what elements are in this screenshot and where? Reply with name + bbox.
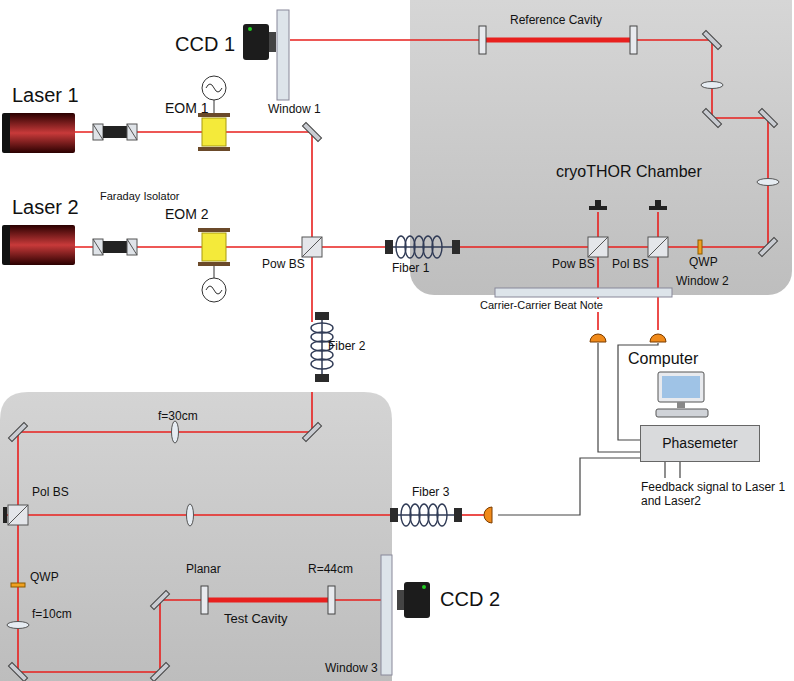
lens-label: f=30cm: [158, 410, 198, 424]
waveplate-label: QWP: [30, 571, 59, 585]
fiber-connector: [454, 508, 462, 522]
fiber-label: Fiber 2: [328, 340, 365, 354]
mirror: [150, 590, 169, 609]
phasemeter-box: Phasemeter: [640, 425, 760, 462]
faraday-isolators: [93, 124, 137, 255]
fiber-line: [398, 514, 454, 516]
computer: Computer: [606, 350, 712, 420]
laser-label: Laser 1: [12, 84, 79, 107]
chamber-title: cryoTHOR Chamber: [556, 163, 792, 181]
fiber-coil: [432, 236, 442, 258]
beam-splitters: [8, 237, 668, 525]
mirror-label: Planar: [186, 563, 221, 577]
mirror: [758, 108, 777, 127]
beamsplitter-label: Pol BS: [32, 486, 69, 500]
eom-label: EOM 2: [165, 206, 209, 222]
mirror-label: R=44cm: [308, 563, 353, 577]
fiber-coil: [437, 504, 447, 526]
windows: [277, 10, 672, 675]
lens-label: f=10cm: [32, 608, 72, 622]
beamsplitter-label: Pol BS: [612, 258, 649, 272]
fiber-coil: [311, 359, 333, 369]
fiber-line: [321, 320, 323, 374]
window-label: Window 2: [676, 275, 729, 289]
fiber-label: Fiber 1: [392, 262, 429, 276]
cavity-label: Reference Cavity: [510, 14, 602, 28]
beam-dumps: [3, 200, 667, 523]
test-enclosure: [0, 392, 392, 681]
cavity-label: Test Cavity: [224, 612, 288, 627]
fiber-label: Fiber 3: [412, 486, 449, 500]
ccd-cameras: [243, 24, 430, 618]
laser-body: [2, 225, 75, 265]
steering-mirrors: [8, 30, 777, 681]
fiber-connector: [452, 240, 460, 254]
beat-note-label: Carrier-Carrier Beat Note: [478, 299, 605, 312]
waveplates: [11, 240, 702, 587]
fiber-connector: [390, 508, 398, 522]
fiber-connector: [315, 374, 329, 382]
laser: Laser 1: [2, 84, 79, 153]
optical-fibers: [311, 236, 462, 526]
computer-icon: [652, 370, 712, 420]
screen: [662, 376, 700, 398]
mirror: [302, 122, 321, 141]
eom-label: EOM 1: [165, 100, 209, 116]
fiber-connector: [315, 312, 329, 320]
window-label: Window 1: [268, 103, 321, 117]
waveplate-label: QWP: [689, 256, 718, 270]
mirror: [702, 30, 721, 49]
mirror: [8, 662, 27, 681]
camera-label: CCD 1: [175, 33, 235, 56]
mirror: [150, 662, 169, 681]
laser-label: Laser 2: [12, 196, 79, 219]
feedback-note: Feedback signal to Laser 1 and Laser2: [641, 481, 789, 509]
monitor: [658, 372, 704, 402]
fiber-connector: [385, 240, 393, 254]
mirror: [302, 422, 321, 441]
computer-label: Computer: [628, 350, 712, 368]
phasemeter-label: Phasemeter: [641, 426, 759, 451]
stand: [677, 402, 685, 408]
faraday-label: Faraday Isolator: [100, 190, 179, 203]
beamsplitter-label: Pow BS: [552, 258, 595, 272]
cavity-mirrors: [201, 26, 637, 614]
laser-body: [2, 113, 75, 153]
mirror: [8, 422, 27, 441]
mirror: [702, 108, 721, 127]
beamsplitter-label: Pow BS: [262, 258, 305, 272]
window-label: Window 3: [325, 662, 378, 676]
camera-label: CCD 2: [440, 588, 500, 611]
lenses: [7, 82, 779, 629]
mirror: [758, 237, 777, 256]
keyboard: [656, 409, 708, 417]
laser: Laser 2: [2, 196, 79, 265]
